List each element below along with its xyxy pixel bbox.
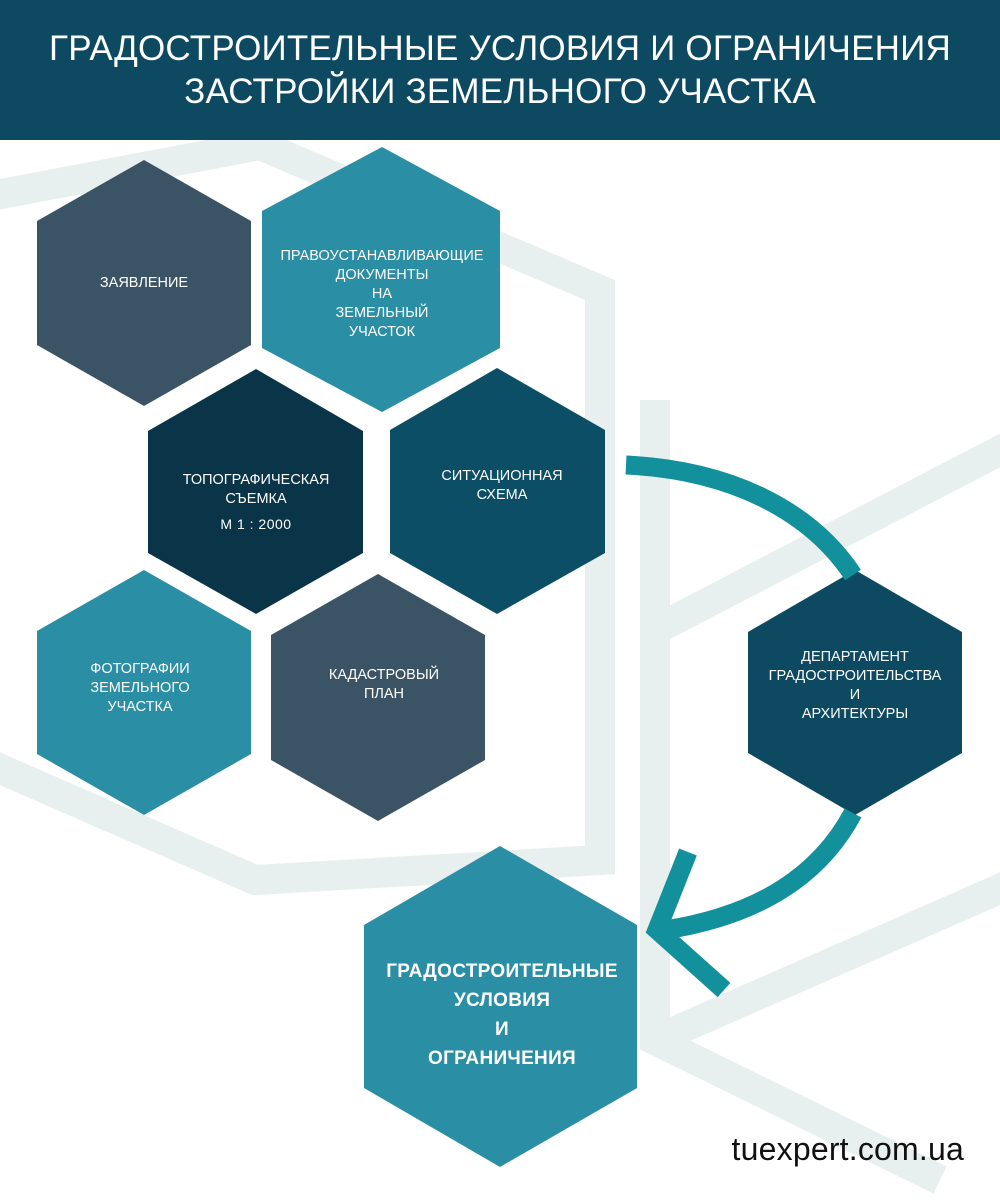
arrow-to-result — [663, 808, 862, 940]
result-line-3: И — [495, 1019, 509, 1040]
label-situation-plan: СИТУАЦИОННАЯ СХЕМА — [400, 466, 604, 506]
title-docs-line-5: УЧАСТОК — [348, 323, 416, 340]
result-line-4: ОГРАНИЧЕНИЯ — [427, 1048, 576, 1069]
department-line-1: ДЕПАРТАМЕНТ — [801, 649, 909, 665]
title-docs-line-3: НА — [371, 285, 393, 302]
label-cadastral-plan: КАДАСТРОВЫЙ ПЛАН — [284, 665, 484, 705]
hex-situation-plan — [390, 368, 605, 614]
department-line-3: И — [849, 687, 861, 703]
label-topo-survey: ТОПОГРАФИЧЕСКАЯ СЪЕМКА М 1 : 2000 — [160, 464, 352, 540]
department-line-2: ГРАДОСТРОИТЕЛЬСТВА — [768, 668, 942, 684]
background-lines — [0, 140, 1000, 1194]
hex-photos — [37, 570, 251, 815]
result-line-1: ГРАДОСТРОИТЕЛЬНЫЕ — [386, 961, 618, 982]
label-application: ЗАЯВЛЕНИЕ — [44, 263, 244, 303]
topo-line-2: СЪЕМКА — [225, 490, 287, 507]
label-title-docs: ПРАВОУСТАНАВЛИВАЮЩИЕ ДОКУМЕНТЫ НА ЗЕМЕЛЬ… — [262, 246, 502, 342]
label-result: ГРАДОСТРОИТЕЛЬНЫЕ УСЛОВИЯ И ОГРАНИЧЕНИЯ — [364, 955, 640, 1075]
label-department: ДЕПАРТАМЕНТ ГРАДОСТРОИТЕЛЬСТВА И АРХИТЕК… — [752, 646, 958, 726]
page-header: ГРАДОСТРОИТЕЛЬНЫЕ УСЛОВИЯ И ОГРАНИЧЕНИЯ … — [0, 0, 1000, 140]
hex-title-docs — [262, 147, 500, 412]
result-line-2: УСЛОВИЯ — [453, 990, 551, 1011]
photos-line-3: УЧАСТКА — [107, 698, 173, 715]
cadastral-line-2: ПЛАН — [363, 686, 405, 702]
site-watermark: tuexpert.com.ua — [731, 1131, 964, 1167]
topo-line-1: ТОПОГРАФИЧЕСКАЯ — [182, 471, 330, 488]
title-docs-line-1: ПРАВОУСТАНАВЛИВАЮЩИЕ — [280, 247, 484, 264]
title-line-2: ЗАСТРОЙКИ ЗЕМЕЛЬНОГО УЧАСТКА — [184, 72, 816, 111]
hex-cadastral-plan — [271, 574, 485, 821]
cadastral-line-1: КАДАСТРОВЫЙ — [328, 667, 440, 683]
title-docs-line-2: ДОКУМЕНТЫ — [335, 266, 429, 283]
hex-topo-survey — [148, 369, 363, 614]
topo-scale: М 1 : 2000 — [220, 515, 292, 532]
situation-line-2: СХЕМА — [476, 487, 528, 503]
title-line-1: ГРАДОСТРОИТЕЛЬНЫЕ УСЛОВИЯ И ОГРАНИЧЕНИЯ — [49, 29, 951, 68]
label-photos: ФОТОГРАФИИ ЗЕМЕЛЬНОГО УЧАСТКА — [40, 658, 240, 718]
hex-application — [37, 160, 251, 406]
hex-result — [364, 846, 637, 1167]
situation-line-1: СИТУАЦИОННАЯ — [441, 468, 563, 484]
photos-line-1: ФОТОГРАФИИ — [90, 660, 190, 677]
arrow-head — [645, 848, 731, 998]
photos-line-2: ЗЕМЕЛЬНОГО — [90, 679, 190, 696]
hex-department — [748, 570, 962, 815]
title-docs-line-4: ЗЕМЕЛЬНЫЙ — [335, 304, 429, 321]
department-line-4: АРХИТЕКТУРЫ — [801, 706, 909, 722]
diagram-canvas — [0, 140, 1000, 1194]
application-line-1: ЗАЯВЛЕНИЕ — [99, 274, 189, 291]
arrow-to-department — [625, 455, 861, 581]
